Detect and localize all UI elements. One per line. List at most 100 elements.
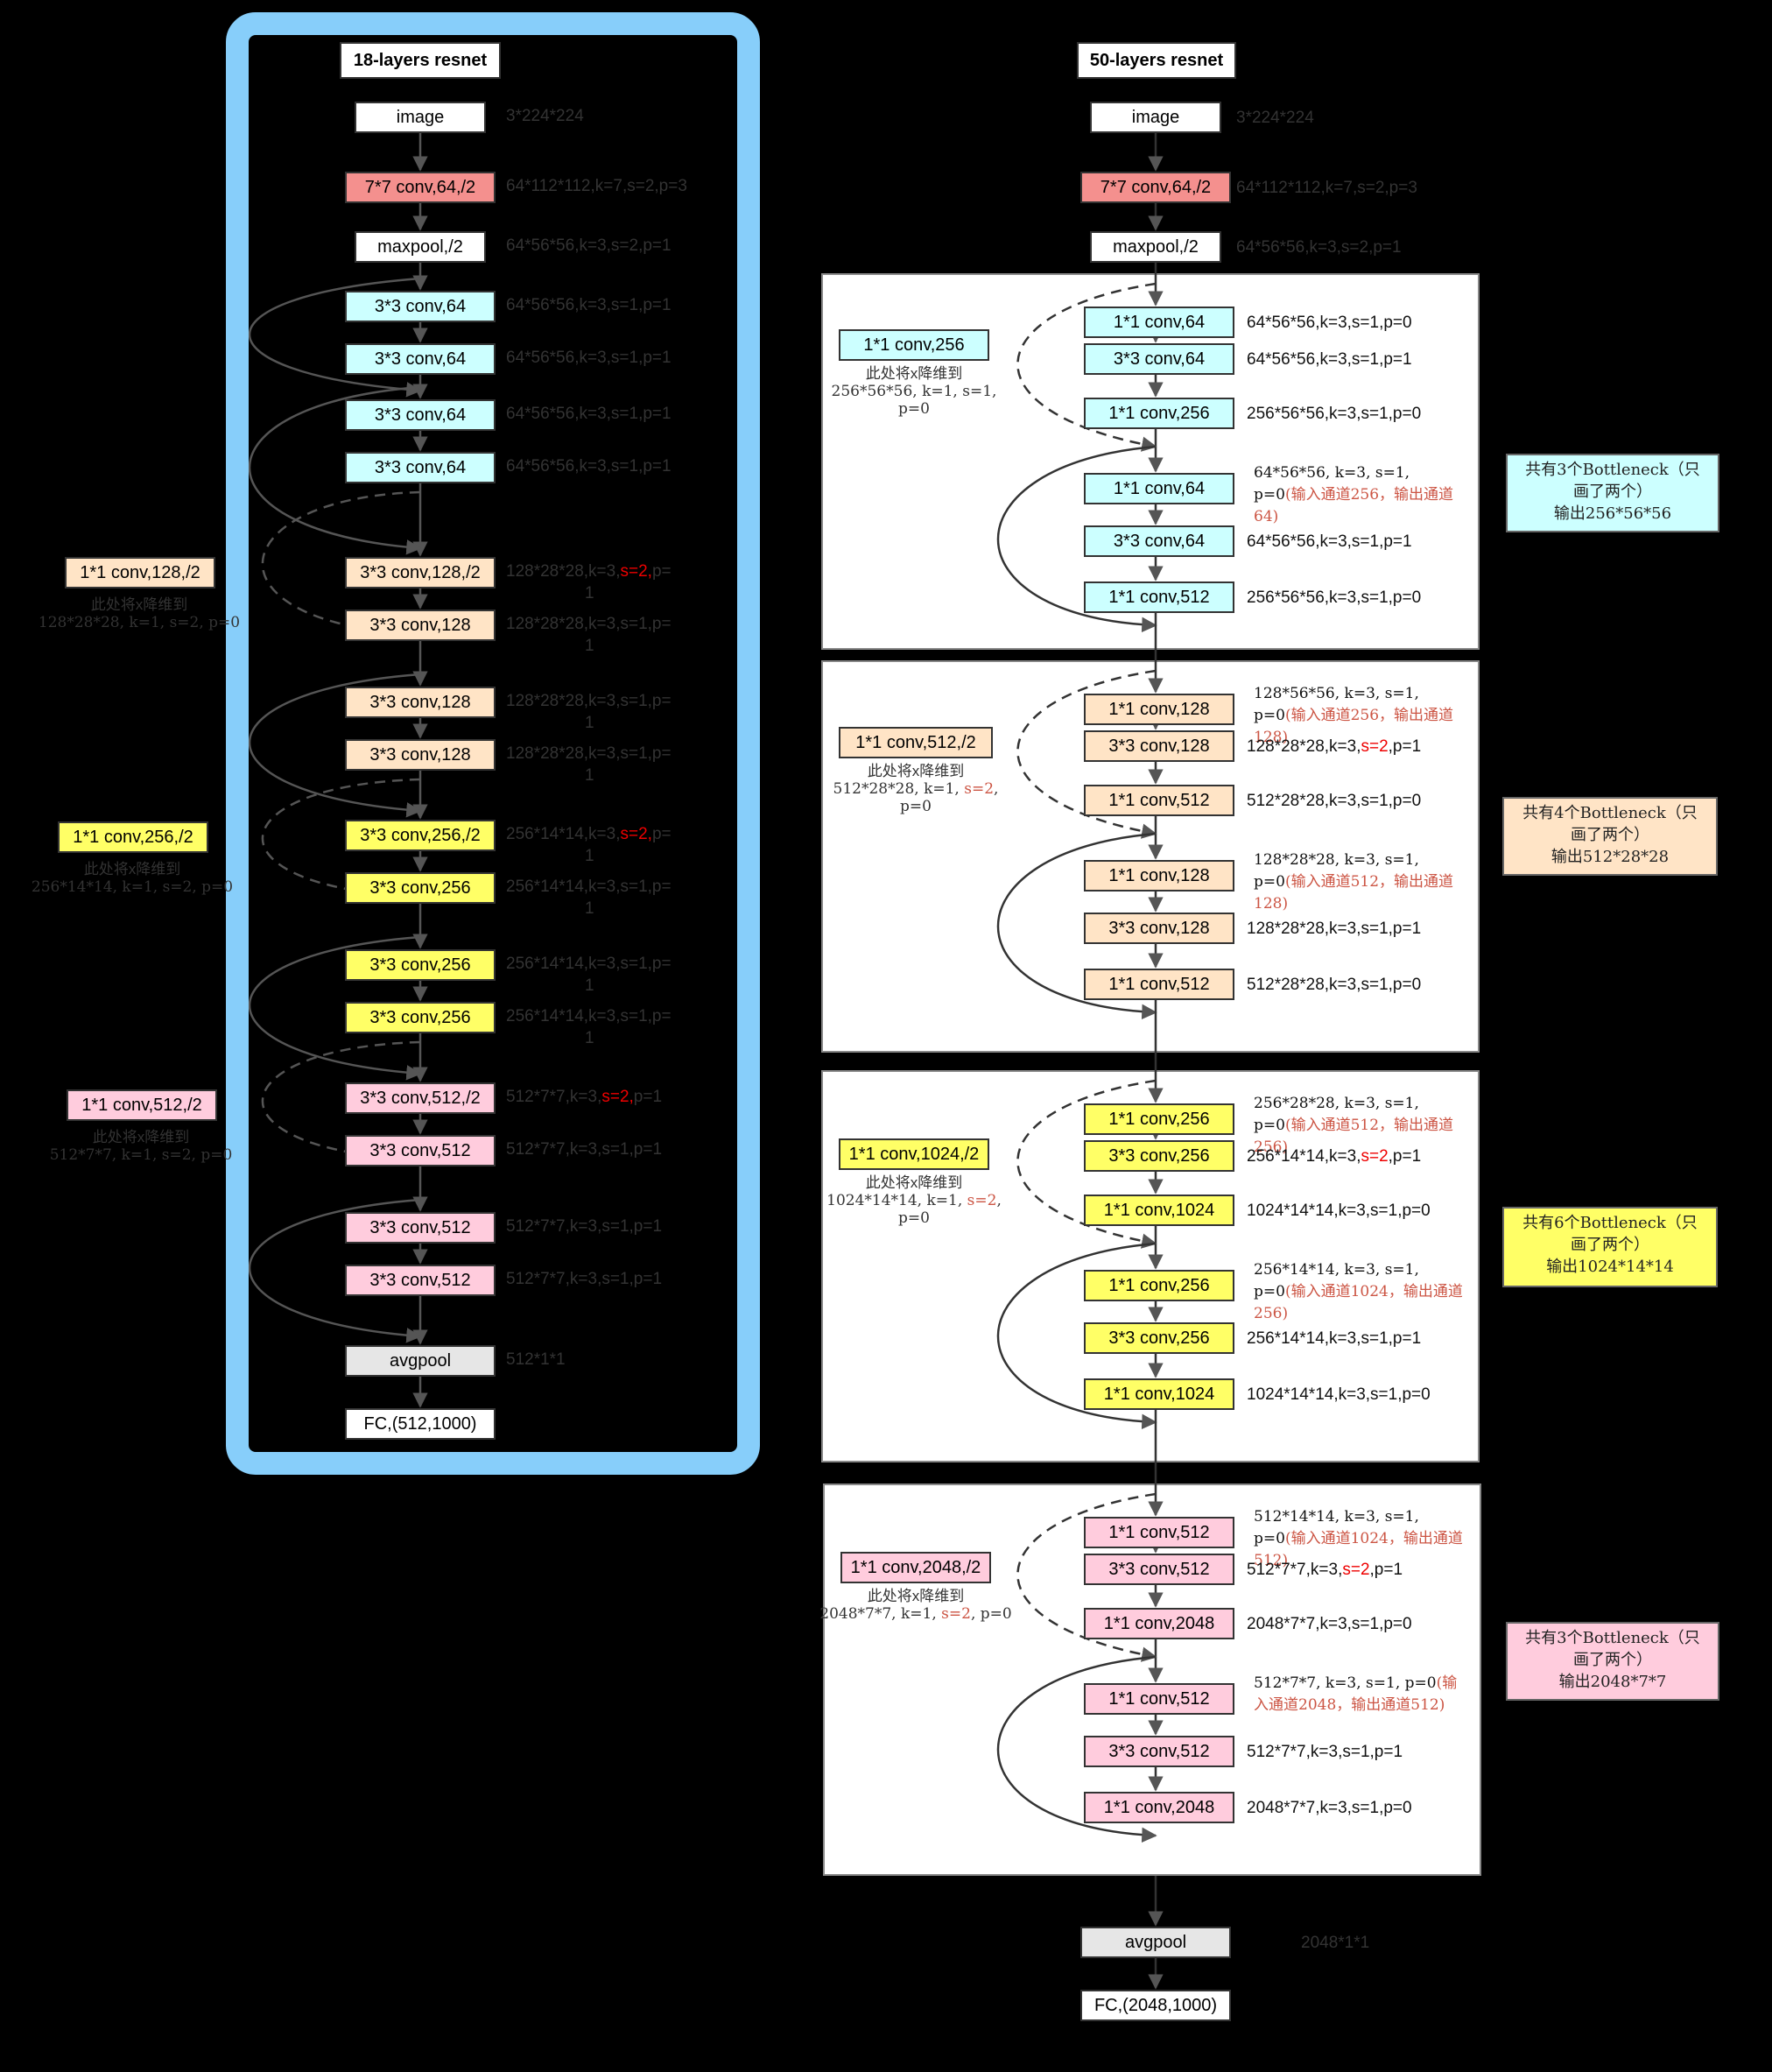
resnet18-layer: 3*3 conv,512	[345, 1265, 496, 1296]
annotation-text: 128*28*28,k=3,s=1,p=	[506, 744, 672, 763]
resnet18-layer: 3*3 conv,256,/2	[345, 820, 496, 851]
resnet50-layer: 1*1 conv,1024	[1084, 1378, 1234, 1410]
annotation-text: 512*7*7,k=3,s=1,p=1	[506, 1270, 663, 1288]
resnet18-downsample-arc	[261, 490, 422, 642]
resnet50-layer: 1*1 conv,512	[1084, 1683, 1234, 1715]
resnet50-layer: maxpool,/2	[1090, 231, 1221, 263]
resnet50-annotation: 128*28*28, k=3, s=1, p=0(输入通道512，输出通道128…	[1254, 849, 1464, 915]
resnet50-layer: image	[1090, 102, 1221, 133]
annotation-text: 512*7*7,k=3,	[1247, 1561, 1343, 1579]
annotation-text: 256*56*56,k=3,s=1,p=0	[1247, 405, 1422, 423]
resnet50-stage-summary: 共有6个Bottleneck（只画了两个）输出1024*14*14	[1502, 1207, 1718, 1287]
annotation-text: 1	[585, 847, 594, 865]
annotation-text: 64*56*56,k=3,s=1,p=0	[1247, 314, 1412, 332]
resnet50-stage-summary: 共有4个Bottleneck（只画了两个）输出512*28*28	[1502, 797, 1718, 876]
resnet18-layer: 3*3 conv,512	[345, 1212, 496, 1244]
annotation-text: 512*7*7, k=3, s=1, p=0	[1254, 1674, 1437, 1692]
annotation-text: 64*56*56,k=3,s=2,p=1	[506, 236, 672, 255]
resnet18-layer: 3*3 conv,256	[345, 949, 496, 981]
resnet18-layer: avgpool	[345, 1345, 496, 1377]
resnet18-annotation: 64*112*112,k=7,s=2,p=3	[506, 175, 687, 197]
stride-highlight: s=2,	[620, 562, 652, 581]
summary-line: 共有6个Bottleneck（只	[1522, 1214, 1698, 1232]
resnet18-annotation: 128*28*28,k=3,s=2,p=1	[506, 560, 672, 604]
resnet50-annotation: 256*56*56,k=3,s=1,p=0	[1247, 587, 1421, 609]
resnet50-annotation: 512*14*14, k=3, s=1, p=0(输入通道1024，输出通道51…	[1254, 1506, 1464, 1572]
annotation-text: 1	[585, 1029, 594, 1047]
annotation-text: 2048*7*7,k=3,s=1,p=0	[1247, 1799, 1412, 1817]
resnet50-layer: 1*1 conv,512	[1084, 581, 1234, 613]
resnet50-stage-summary: 共有3个Bottleneck（只画了两个）输出2048*7*7	[1506, 1622, 1719, 1701]
resnet50-layer: 1*1 conv,2048	[1084, 1792, 1234, 1823]
annotation-text: 512*1*1	[506, 1350, 566, 1369]
summary-line: 画了两个）	[1573, 483, 1652, 501]
resnet50-layer: 3*3 conv,256	[1084, 1322, 1234, 1354]
resnet18-annotation: 256*14*14,k=3,s=1,p=1	[506, 953, 672, 997]
resnet50-layer: 3*3 conv,64	[1084, 525, 1234, 557]
annotation-text: 512*28*28,k=3,s=1,p=0	[1247, 976, 1422, 994]
annotation-text: 128*56*56, k=3, s=1, p=0	[1254, 685, 1419, 724]
resnet18-layer: 3*3 conv,256	[345, 1002, 496, 1033]
annotation-text: 512*7*7,k=3,	[506, 1088, 602, 1106]
annotation-text: 256*14*14,k=3,	[1247, 1147, 1361, 1166]
resnet50-annotation: 64*56*56, k=3, s=1, p=0(输入通道256，输出通道64)	[1254, 462, 1464, 528]
annotation-text: 1	[585, 976, 594, 995]
resnet18-annotation: 3*224*224	[506, 105, 584, 127]
channel-note: (输入通道1024，输出通道256)	[1254, 1283, 1463, 1322]
resnet50-layer: 3*3 conv,64	[1084, 343, 1234, 375]
annotation-text: 512*28*28,k=3,s=1,p=0	[1247, 792, 1422, 810]
dims-text: 2048*7*7, k=1,	[819, 1605, 942, 1623]
resnet50-layer: 1*1 conv,256	[1084, 398, 1234, 429]
resnet50-annotation: 256*14*14,k=3,s=1,p=1	[1247, 1328, 1421, 1350]
resnet50-projection-box: 1*1 conv,2048,/2	[840, 1552, 991, 1583]
resnet18-layer: 3*3 conv,128	[345, 610, 496, 641]
annotation-text: 3*224*224	[506, 107, 584, 125]
projection-note: 此处将x降维到	[865, 1174, 963, 1191]
resnet18-annotation: 512*7*7,k=3,s=1,p=1	[506, 1268, 662, 1290]
annotation-text: ,p=1	[1388, 1147, 1422, 1166]
resnet18-annotation: 64*56*56,k=3,s=1,p=1	[506, 347, 672, 369]
resnet50-identity-arc	[996, 832, 1157, 1020]
annotation-text: 512*7*7,k=3,s=1,p=1	[506, 1217, 663, 1236]
annotation-text: p=1	[633, 1088, 663, 1106]
resnet18-layer: 3*3 conv,64	[345, 452, 496, 483]
annotation-text: 128*28*28,k=3,	[506, 562, 621, 581]
annotation-text: 64*56*56,k=3,s=1,p=1	[506, 349, 672, 367]
resnet50-projection-box: 1*1 conv,512,/2	[839, 727, 993, 758]
annotation-text: 2048*7*7,k=3,s=1,p=0	[1247, 1615, 1412, 1633]
resnet18-layer: 3*3 conv,512	[345, 1135, 496, 1166]
resnet50-projection-box: 1*1 conv,256	[839, 329, 989, 361]
summary-line: 输出2048*7*7	[1558, 1673, 1667, 1691]
summary-line: 画了两个）	[1571, 1236, 1649, 1254]
resnet18-annotation: 128*28*28,k=3,s=1,p=1	[506, 690, 672, 734]
resnet18-downsample-box: 1*1 conv,256,/2	[58, 821, 208, 853]
summary-line: 输出256*56*56	[1553, 504, 1672, 523]
annotation-text: 2048*1*1	[1301, 1934, 1370, 1952]
projection-dims: 256*56*56, k=1, s=1, p=0	[832, 383, 997, 418]
resnet50-identity-arc	[996, 1242, 1157, 1430]
resnet50-annotation: 2048*1*1	[1301, 1932, 1369, 1954]
resnet18-layer: 3*3 conv,64	[345, 343, 496, 375]
downsample-dims: 256*14*14, k=1, s=2, p=0	[31, 878, 234, 896]
resnet18-layer: 7*7 conv,64,/2	[345, 172, 496, 203]
resnet50-annotation: 512*7*7,k=3,s=1,p=1	[1247, 1741, 1403, 1763]
channel-note: (输入通道1024，输出通道512)	[1254, 1530, 1463, 1569]
resnet18-annotation: 512*7*7,k=3,s=2,p=1	[506, 1086, 662, 1108]
stride-highlight: s=2	[941, 1605, 971, 1623]
resnet50-annotation: 64*56*56,k=3,s=1,p=1	[1247, 349, 1412, 370]
resnet18-layer: maxpool,/2	[355, 231, 486, 263]
resnet50-annotation: 64*112*112,k=7,s=2,p=3	[1236, 177, 1417, 199]
annotation-text: 256*14*14,k=3,s=1,p=	[506, 1007, 672, 1025]
annotation-text: 256*14*14,k=3,s=1,p=1	[1247, 1329, 1422, 1348]
resnet50-layer: FC,(2048,1000)	[1080, 1990, 1231, 2021]
resnet50-identity-arc	[996, 1655, 1157, 1843]
resnet18-annotation: 128*28*28,k=3,s=1,p=1	[506, 613, 672, 657]
resnet50-identity-arc	[996, 445, 1157, 633]
resnet50-annotation: 64*56*56,k=3,s=1,p=0	[1247, 312, 1412, 334]
resnet50-annotation: 128*28*28,k=3,s=2,p=1	[1247, 736, 1421, 758]
